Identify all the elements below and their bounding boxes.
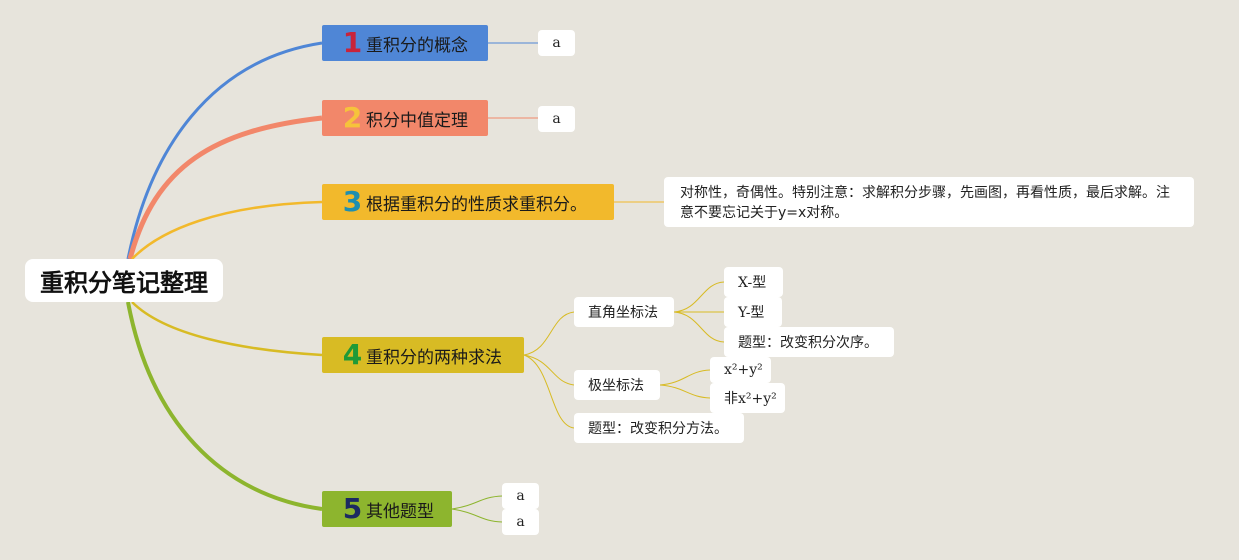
- polar-method[interactable]: 极坐标法: [574, 370, 660, 400]
- link-root-branch-4: [131, 301, 323, 357]
- branch-4-label: 重积分的两种求法: [366, 347, 502, 368]
- link-branch-5-child-2: [451, 508, 503, 523]
- branch-2-child-1[interactable]: a: [538, 106, 575, 132]
- branch-2-label: 积分中值定理: [366, 110, 468, 131]
- branch-2-topic[interactable]: 2 积分中值定理: [322, 100, 488, 136]
- change-order-question[interactable]: 题型：改变积分次序。: [724, 327, 894, 357]
- branch-3-label: 根据重积分的性质求重积分。: [366, 194, 587, 215]
- branch-3-number: 3: [342, 185, 363, 218]
- branch-5-child-2[interactable]: a: [502, 509, 539, 535]
- link-polar-1: [659, 369, 711, 386]
- branch-3-note[interactable]: 对称性，奇偶性。特别注意：求解积分步骤，先画图，再看性质，最后求解。注意不要忘记…: [664, 177, 1194, 227]
- branch-5-topic[interactable]: 5 其他题型: [322, 491, 452, 527]
- branch-5-number: 5: [342, 492, 363, 525]
- polar-x2y2[interactable]: x²+y²: [710, 357, 771, 383]
- link-root-branch-2: [127, 115, 323, 260]
- root-topic[interactable]: 重积分笔记整理: [25, 259, 223, 302]
- link-rect-x: [673, 281, 725, 313]
- link-rect-type: [673, 311, 725, 343]
- link-branch-5-child-1: [451, 495, 503, 510]
- link-root-branch-5: [126, 301, 323, 511]
- link-branch-4-rect: [523, 311, 575, 356]
- y-type[interactable]: Y-型: [724, 297, 782, 327]
- x-type[interactable]: X-型: [724, 267, 783, 297]
- branch-4-number: 4: [342, 338, 363, 371]
- link-polar-2: [659, 384, 711, 399]
- link-branch-4-polar: [523, 354, 575, 386]
- branch-1-topic[interactable]: 1 重积分的概念: [322, 25, 488, 61]
- branch-5-child-1[interactable]: a: [502, 483, 539, 509]
- branch-1-number: 1: [342, 26, 363, 59]
- link-branch-4-type: [523, 354, 575, 429]
- branch-2-number: 2: [342, 101, 363, 134]
- link-root-branch-3: [131, 200, 323, 260]
- branch-1-label: 重积分的概念: [366, 35, 468, 56]
- branch-1-child-1[interactable]: a: [538, 30, 575, 56]
- branch-5-label: 其他题型: [366, 501, 434, 522]
- polar-non-x2y2[interactable]: 非x²+y²: [710, 383, 785, 413]
- change-method-question[interactable]: 题型：改变积分方法。: [574, 413, 744, 443]
- branch-3-topic[interactable]: 3 根据重积分的性质求重积分。: [322, 184, 614, 220]
- link-root-branch-1: [126, 41, 323, 260]
- branch-4-topic[interactable]: 4 重积分的两种求法: [322, 337, 524, 373]
- rectangular-method[interactable]: 直角坐标法: [574, 297, 674, 327]
